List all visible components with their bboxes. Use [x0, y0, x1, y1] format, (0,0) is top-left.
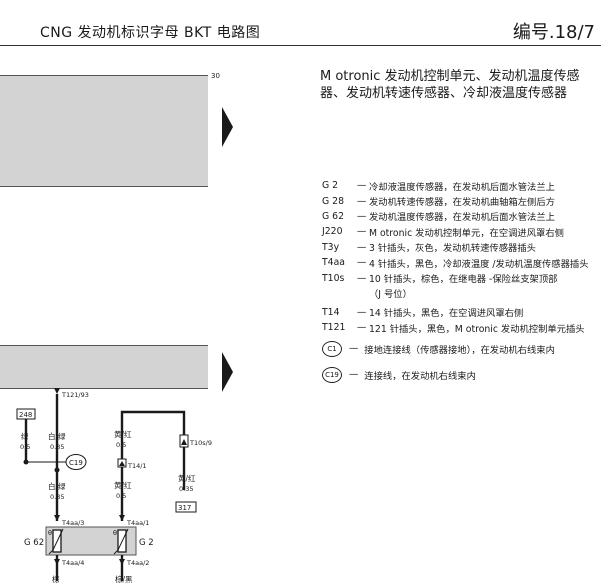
legend-item: T10s—10 针插头，棕色，在继电器 -保险丝支架顶部 — [322, 272, 558, 286]
t4aa2-arrow-icon — [119, 559, 125, 565]
terminal-248-label: 248 — [19, 411, 32, 419]
connection-c19-icon — [65, 454, 87, 470]
wire-label: 白/绿 — [48, 481, 66, 491]
c19-label: C19 — [69, 459, 83, 467]
legend-item: T14—14 针插头，黑色，在空调进风罩右侧 — [322, 306, 524, 320]
page-number: 编号.18/7 — [512, 22, 595, 43]
t4aa3-label: T4aa/3 — [61, 519, 84, 527]
wire-size: 0.35 — [50, 493, 64, 501]
terminal-317-label: 317 — [178, 504, 191, 512]
section-title: M otronic 发动机控制单元、发动机温度传感器、发动机转速传感器、冷却液温… — [320, 69, 580, 101]
t4aa1-label: T4aa/1 — [126, 519, 149, 527]
t4aa2-label: T4aa/2 — [126, 559, 149, 567]
t10s-label: T10s/9 — [189, 439, 212, 447]
junction-dot — [54, 467, 60, 473]
wire-label: 绿 — [21, 432, 29, 441]
legend-item: G 28—发动机转速传感器，在发动机曲轴箱左侧后方 — [322, 195, 555, 209]
legend-item-continuation: （J 号位） — [369, 289, 412, 301]
g62-label: G 62 — [24, 538, 44, 548]
wire-size: 0.5 — [116, 441, 126, 449]
theta-symbol: θ — [48, 529, 52, 537]
continuation-panel-top — [0, 75, 208, 187]
legend-item: J220—M otronic 发动机控制单元，在空调进风罩右侧 — [322, 226, 564, 239]
panel-ref-number: 30 — [211, 72, 220, 80]
wire-label: 棕/黑 — [115, 574, 133, 584]
arrow-right-icon — [222, 107, 233, 147]
theta-symbol: θ — [113, 529, 117, 537]
legend-item: T121—121 针插头，黑色，M otronic 发动机控制单元插头 — [322, 322, 585, 335]
wire-size: 0.5 — [20, 443, 30, 451]
wire-size: 0.5 — [116, 492, 126, 500]
circuit-diagram: T121/93 248 绿 0.5 白/绿 0.35 C19 白/绿 0.35 … — [16, 388, 212, 584]
wire-label: 黄/红 — [114, 429, 132, 439]
t121-arrow-icon — [54, 388, 60, 394]
component-legend: G 2—冷却液温度传感器，在发动机后面水管法兰上 G 28—发动机转速传感器，在… — [322, 178, 601, 388]
page-title: CNG 发动机标识字母 BKT 电路图 — [40, 25, 261, 41]
wire-size: 0.35 — [179, 485, 193, 493]
t4aa4-label: T4aa/4 — [61, 559, 84, 567]
connection-c1-icon: C1 — [322, 340, 342, 357]
t121-label: T121/93 — [61, 391, 89, 399]
terminal-317-box — [175, 501, 197, 513]
legend-item: T3y—3 针插头，灰色，发动机转速传感器插头 — [322, 241, 536, 255]
connection-c19-icon: C19 — [322, 366, 342, 383]
g2-label: G 2 — [139, 538, 154, 548]
legend-item-connection: C1—接地连接线（传感器接地），在发动机右线束内 — [322, 336, 601, 362]
wire-label: 黄/红 — [114, 480, 132, 490]
wire-label: 白/绿 — [48, 431, 66, 441]
wire-label: 黄/红 — [178, 473, 196, 483]
header-divider — [0, 45, 601, 46]
wire-label: 棕 — [52, 574, 60, 584]
continuation-panel-bottom — [0, 345, 208, 389]
t4aa4-arrow-icon — [54, 559, 60, 565]
legend-item: G 2—冷却液温度传感器，在发动机后面水管法兰上 — [322, 180, 555, 193]
legend-item-connection: C19—连接线，在发动机右线束内 — [322, 362, 601, 388]
t14-label: T14/1 — [127, 462, 147, 470]
t4aa1-arrow-icon — [119, 515, 125, 521]
legend-item: G 62—发动机温度传感器，在发动机后面水管法兰上 — [322, 210, 555, 224]
wire-size: 0.35 — [50, 443, 64, 451]
arrow-right-icon — [222, 352, 233, 392]
t4aa3-arrow-icon — [54, 515, 60, 521]
legend-item: T4aa—4 针插头，黑色，冷却液温度 /发动机温度传感器插头 — [322, 257, 589, 270]
